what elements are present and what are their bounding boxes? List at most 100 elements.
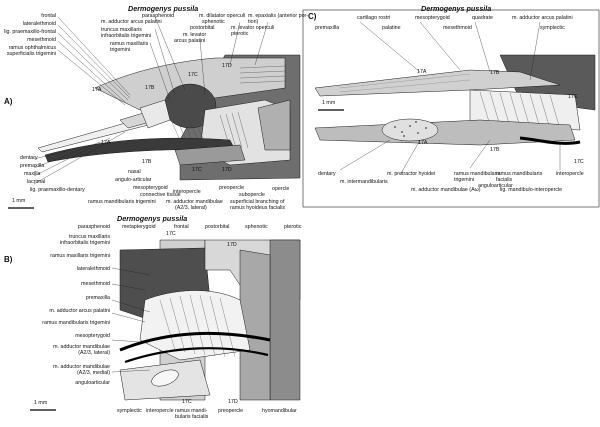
label-b-ramus-mandi: ramus mandi-	[175, 408, 208, 414]
label-mesopterygoid: mesopterygoid	[133, 185, 168, 191]
label-m-epaxialis: m. epaxialis (anterior por-	[248, 13, 309, 19]
label-c-ramus-mandibularis-2: ramus mandibularis	[496, 171, 543, 177]
tag-c-17b-top: 17B	[490, 70, 500, 76]
label-premaxilla: premaxilla	[20, 163, 45, 169]
label-trigemini: trigemini	[110, 47, 131, 53]
panel-a-letter: A)	[4, 97, 13, 106]
label-b-ramus-maxillaris-trigemini: ramus maxillaris trigemini	[50, 253, 110, 259]
label-b-infraorbitalis-trigemini: infraorbitalis trigemini	[59, 240, 110, 246]
label-c-trigemini: trigemini	[454, 177, 475, 183]
label-b-truncus-maxillaris: truncus maxillaris	[69, 234, 110, 240]
scale-label-a: 1 mm	[12, 198, 26, 204]
label-b-lateralethmoid: lateralethmoid	[76, 266, 110, 272]
label-ramus-hyoideus-facialis: ramus hyoideus facialis	[230, 205, 286, 211]
label-b-a23-lateral: (A2/3, lateral)	[78, 350, 110, 356]
label-b-ramus-mandibularis-trigemini: ramus mandibularis trigemini	[42, 320, 110, 326]
panel-c-letter: C)	[308, 12, 317, 21]
tag-17d-bottom: 17D	[222, 167, 232, 173]
label-b-anguloarticular: anguloarticular	[75, 380, 110, 386]
panel-c-title: Dermogenys pussila	[421, 4, 492, 13]
label-b-symplectic: symplectic	[117, 408, 142, 414]
label-mesethmoid: mesethmoid	[27, 37, 56, 43]
label-b-mesethmoid: mesethmoid	[81, 281, 110, 287]
label-infraorbitalis-trigemini: infraorbitalis trigemini	[101, 33, 152, 39]
label-b-preopercle: preopercle	[218, 408, 244, 414]
label-b-bularis-facialis: bularis facialis	[175, 414, 209, 420]
label-dentary: dentary	[20, 155, 38, 161]
panel-b-title: Dermogenys pussila	[117, 214, 188, 223]
tag-c-17c-top: 17C	[568, 94, 578, 100]
label-maxilla: maxilla	[24, 171, 41, 177]
label-m-adductor-mandibulae: m. adductor mandibulae	[166, 199, 223, 205]
label-ramus-ophthalmicus: ramus ophthalmicus	[8, 45, 56, 51]
tag-c-17b-bottom: 17B	[490, 147, 500, 153]
label-c-m-adductor-arcus-palatini: m. adductor arcus palatini	[512, 15, 573, 21]
label-parasphenoid: parasphenoid	[142, 13, 175, 19]
label-subopercle: subopercle	[239, 192, 265, 198]
scale-label-c: 1 mm	[322, 100, 336, 106]
label-m-levator-operculi: m. levator operculi	[231, 25, 275, 31]
tag-b-17c-bottom: 17C	[182, 399, 192, 405]
label-b-m-adductor-arcus-palatini: m. adductor arcus palatini	[49, 308, 110, 314]
label-b-metapterygoid: metapterygoid	[122, 224, 156, 230]
label-c-m-intermandibularis: m. intermandibularis	[340, 179, 388, 185]
tag-17c-bottom: 17C	[192, 167, 202, 173]
label-m-dilatator-operculi: m. dilatator operculi	[199, 13, 246, 19]
panel-a-title: Dermogenys pussila	[128, 4, 199, 13]
label-lacrimal: lacrimal	[27, 179, 46, 185]
panel-b-drawing	[119, 239, 301, 401]
label-c-facialis: facialis	[496, 177, 513, 183]
tag-c-17a-top: 17A	[417, 69, 427, 75]
scale-label-b: 1 mm	[34, 400, 48, 406]
label-b-pterotic: pterotic	[284, 224, 302, 230]
panel-a-drawing	[37, 54, 301, 181]
label-b-m-adductor-mandibulae-lat: m. adductor mandibulae	[53, 344, 110, 350]
label-c-cartilago-rostri: cartilago rostri	[357, 15, 391, 21]
label-b-a23-medial: (A2/3, medial)	[77, 370, 110, 376]
label-a23-lateral: (A2/3, lateral)	[175, 205, 207, 211]
label-arcus-palatini: arcus palatini	[174, 38, 206, 44]
label-c-ramus-mandibularis: ramus mandibularis	[454, 171, 501, 177]
label-postorbital: postorbital	[190, 25, 215, 31]
label-tion: tion)	[248, 19, 259, 25]
label-interopercle: interopercle	[173, 189, 201, 195]
tag-17b-bottom: 17B	[142, 159, 152, 165]
label-superficialis-trigemini: superficialis trigemini	[6, 51, 56, 57]
label-b-frontal: frontal	[174, 224, 189, 230]
label-truncus-maxillaris: truncus maxillaris	[101, 27, 142, 33]
label-b-postorbital: postorbital	[205, 224, 230, 230]
label-frontal: frontal	[41, 13, 56, 19]
label-connective-tissue: connective tissue	[140, 192, 181, 198]
label-c-premaxilla: premaxilla	[315, 25, 340, 31]
tag-c-17a-bottom: 17A	[418, 140, 428, 146]
label-sphenotic: sphenotic	[202, 19, 225, 25]
label-ramus-maxillaris: ramus maxillaris	[110, 41, 149, 47]
panel-b-letter: B)	[4, 255, 13, 264]
label-b-premaxilla: premaxilla	[85, 295, 110, 301]
label-lateralethmoid: lateralethmoid	[22, 21, 56, 27]
label-opercle: opercle	[272, 186, 290, 192]
label-b-hyomandibular: hyomandibular	[262, 408, 297, 414]
tag-b-17d-top: 17D	[227, 242, 237, 248]
tag-c-17c-bottom: 17C	[574, 159, 584, 165]
label-nasal: nasal	[128, 169, 141, 175]
label-c-mesethmoid: mesethmoid	[443, 25, 472, 31]
tag-17c-top: 17C	[188, 72, 198, 78]
tag-17a-top: 17A	[92, 87, 102, 93]
label-c-anguloarticular: anguloarticular	[478, 183, 513, 189]
label-b-interopercle: interopercle	[146, 408, 174, 414]
label-ramus-mandibularis-trigemini: ramus mandibularis trigemini	[88, 199, 156, 205]
label-superficial-branching: superficial branching of	[230, 199, 285, 205]
tag-b-17d-bottom: 17D	[228, 399, 238, 405]
label-c-m-protractor-hyoidei: m. protractor hyoidei	[387, 171, 436, 177]
label-b-mesopterygoid: mesopterygoid	[75, 333, 110, 339]
panel-c-frame	[302, 9, 600, 208]
label-c-palatine: palatine	[382, 25, 401, 31]
label-c-m-adductor-mandibulae-aw: m. adductor mandibulae (Aω)	[411, 187, 481, 193]
label-c-dentary: dentary	[318, 171, 336, 177]
label-lig-praemaxillo-frontal: lig. praemaxillo-frontal	[4, 29, 56, 35]
panel-c-drawing	[314, 54, 596, 146]
label-c-mesopterygoid: mesopterygoid	[415, 15, 450, 21]
label-pterotic: pterotic	[231, 31, 249, 37]
